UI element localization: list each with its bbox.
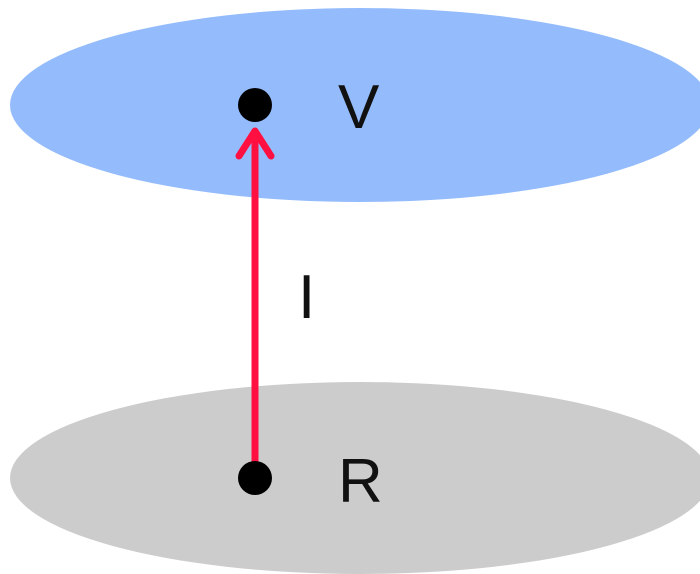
bottom-plane-label: R — [338, 447, 383, 516]
top-plane-label: V — [338, 73, 380, 142]
bottom-plane-point — [238, 461, 272, 495]
arrow-label: I — [298, 263, 315, 332]
mapping-arrow-head-icon — [235, 127, 275, 160]
bottom-plane-ellipse — [10, 382, 700, 574]
top-plane-ellipse — [10, 8, 700, 202]
top-plane-point — [238, 88, 272, 122]
